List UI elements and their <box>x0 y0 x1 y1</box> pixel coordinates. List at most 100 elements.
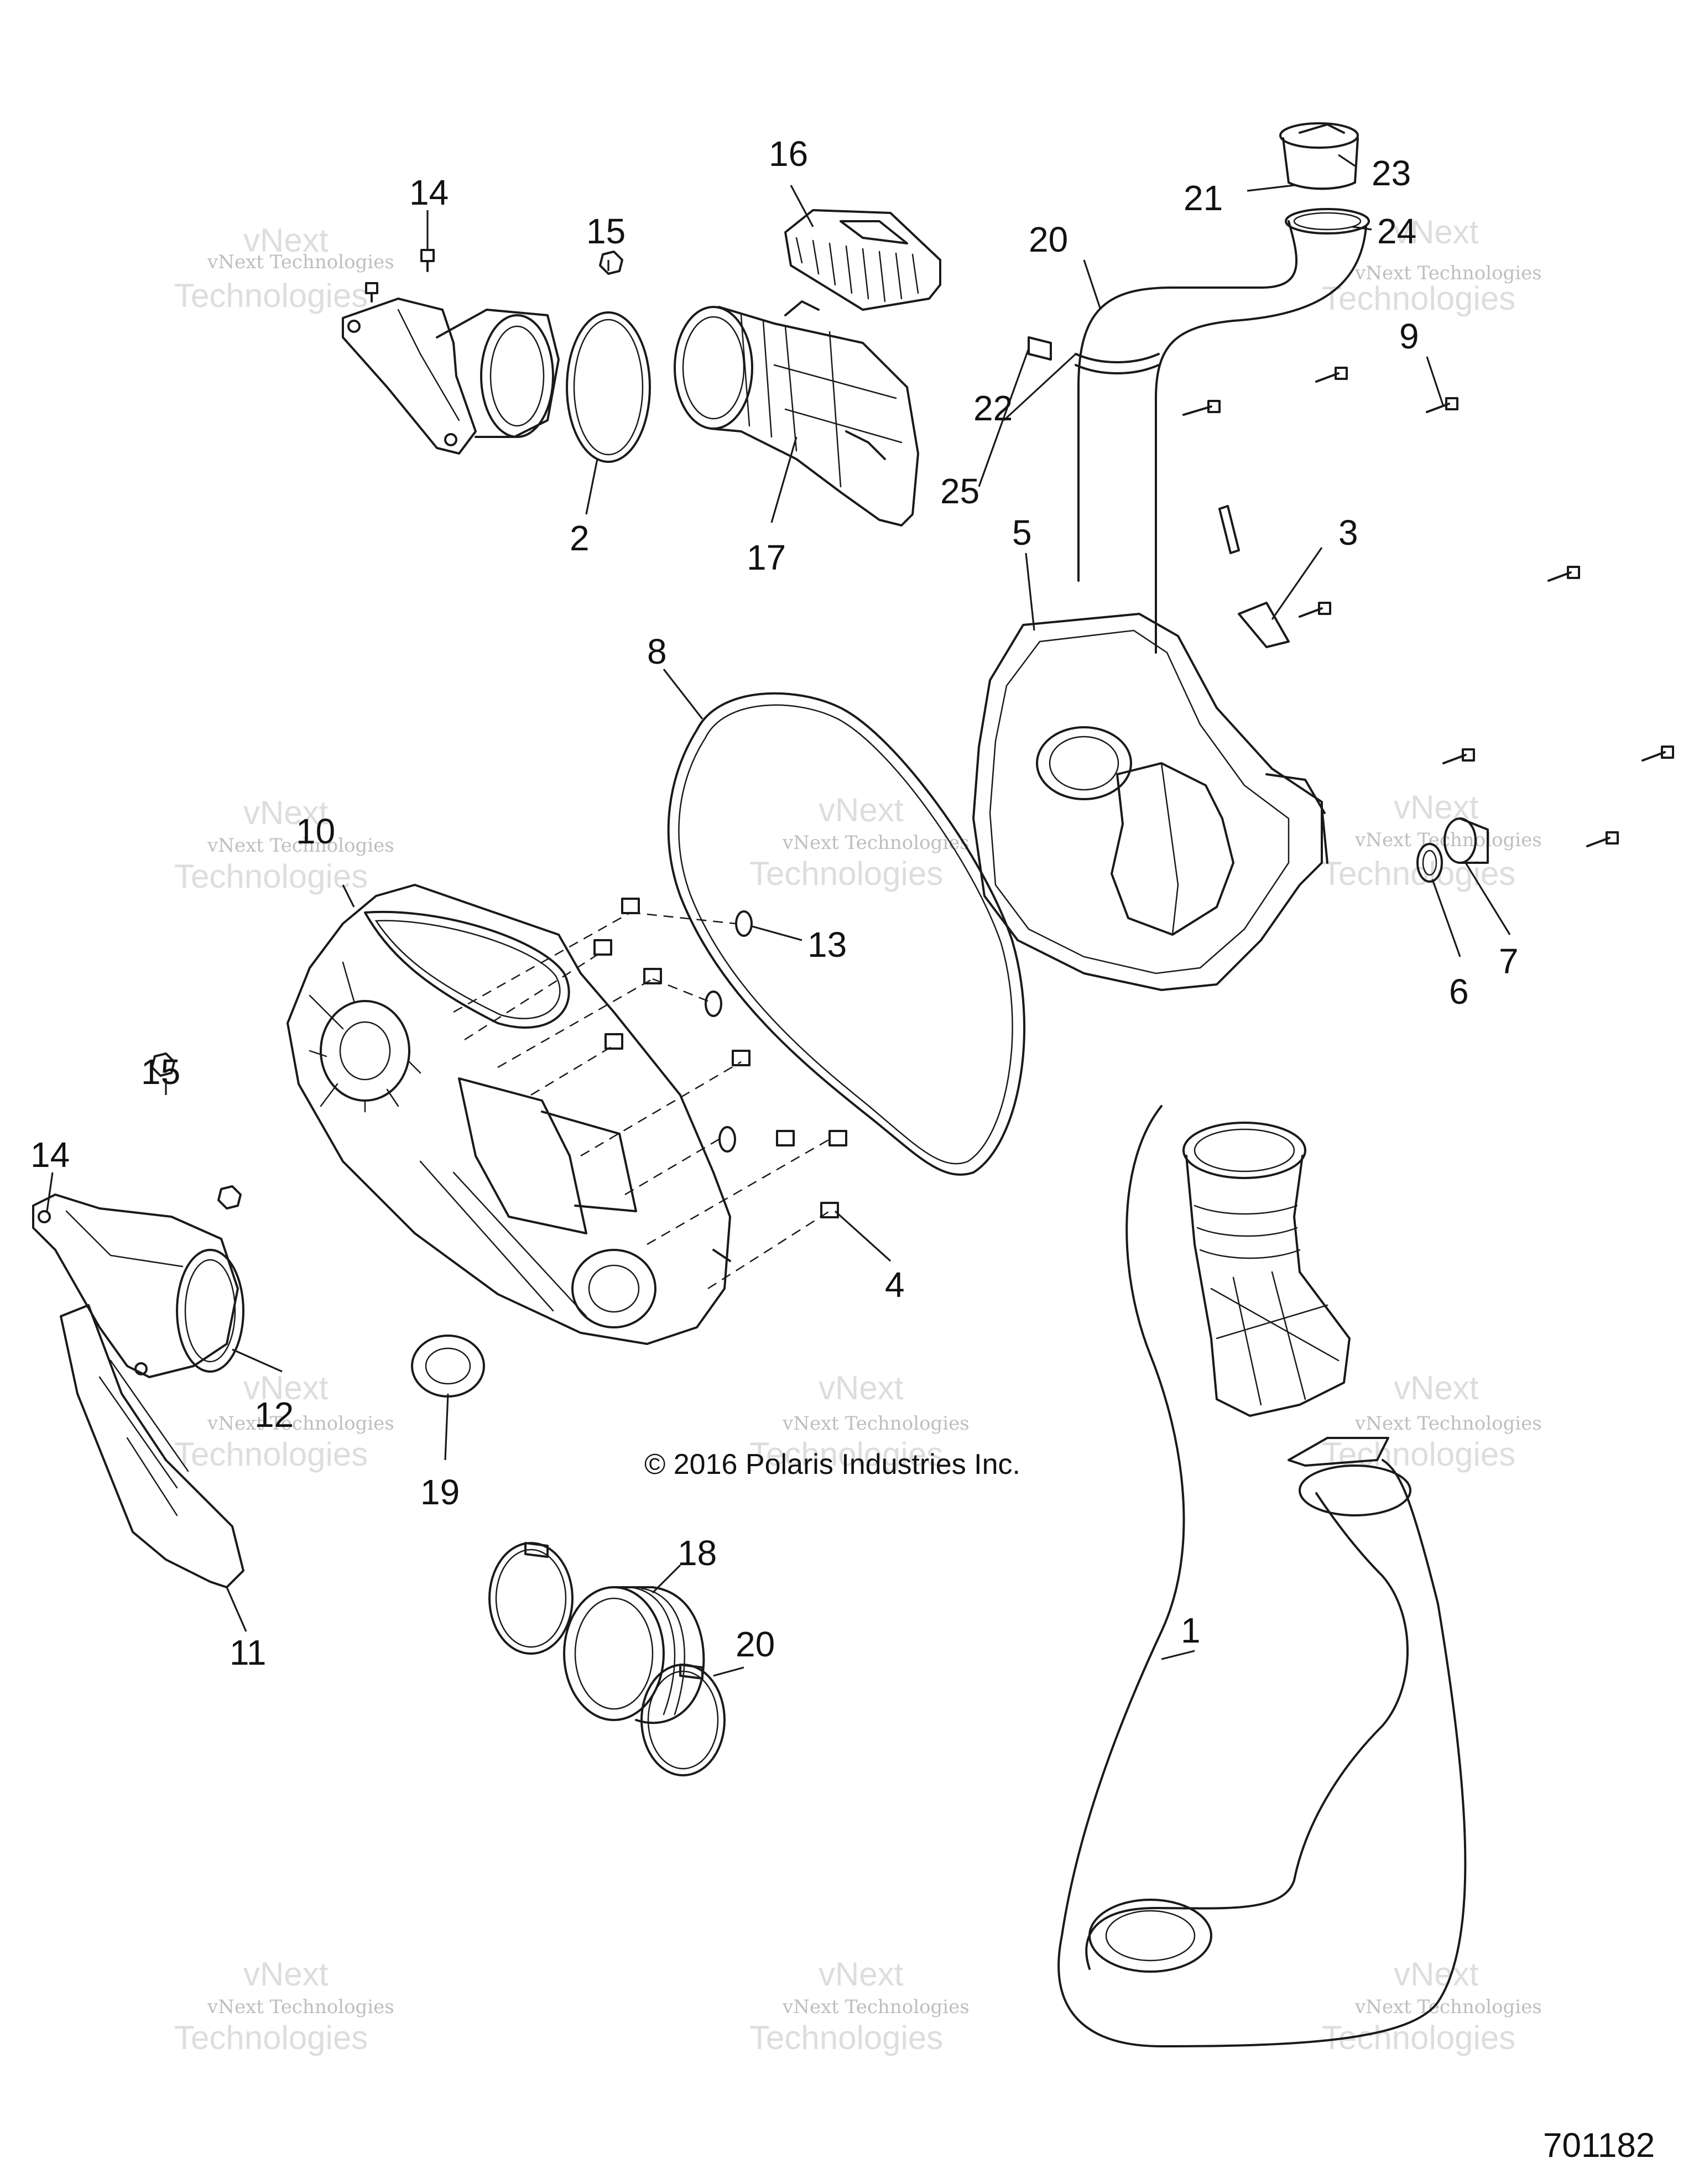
svg-text:Technologies: Technologies <box>174 858 368 895</box>
watermark: vNext Technologies Technologies vNext <box>174 1369 394 1473</box>
pin-and-decal-3 <box>1218 505 1290 648</box>
svg-text:vNext: vNext <box>243 794 329 831</box>
callout-19: 19 <box>420 1472 460 1512</box>
fitting-7 <box>1443 817 1489 864</box>
callout-10: 10 <box>296 811 335 851</box>
callout-20-lower: 20 <box>736 1624 775 1664</box>
callout-20-top: 20 <box>1029 220 1068 259</box>
callout-15-top: 15 <box>586 211 626 251</box>
svg-text:vNext Technologies: vNext Technologies <box>207 835 394 857</box>
callout-4: 4 <box>885 1265 905 1305</box>
intake-boot-17 <box>674 300 919 527</box>
callout-6: 6 <box>1449 972 1469 1012</box>
dowels-13 <box>705 910 753 1153</box>
inner-cover-5 <box>972 613 1328 991</box>
watermark: vNext Technologies Technologies vNext <box>1322 1956 1542 2056</box>
svg-text:vNext Technologies: vNext Technologies <box>207 1996 394 2018</box>
watermark: vNext Technologies Technologies vNext <box>1322 1369 1542 1473</box>
svg-text:vNext: vNext <box>1394 213 1479 251</box>
callout-17: 17 <box>747 538 786 577</box>
seal-19 <box>411 1335 485 1398</box>
svg-text:vNext Technologies: vNext Technologies <box>782 1412 970 1435</box>
screw-14-top <box>365 249 435 303</box>
nut-15-top <box>599 251 623 275</box>
callouts: 14 15 16 2 17 20 22 25 21 23 24 9 3 5 8 … <box>30 134 1519 1672</box>
svg-text:Technologies: Technologies <box>1322 1436 1515 1473</box>
callout-15-lower: 15 <box>141 1052 180 1092</box>
callout-14-top: 14 <box>409 173 449 212</box>
svg-text:Technologies: Technologies <box>749 2019 943 2056</box>
svg-text:vNext Technologies: vNext Technologies <box>782 1996 970 2018</box>
watermark: vNext Technologies Technologies vNext <box>749 1369 970 1473</box>
callout-16: 16 <box>769 134 808 174</box>
screen-16 <box>784 209 941 311</box>
callout-8: 8 <box>647 632 667 671</box>
svg-text:vNext: vNext <box>819 1369 904 1406</box>
svg-text:vNext: vNext <box>243 1956 329 1993</box>
clamp-22 <box>1028 336 1160 374</box>
coupler-18 <box>563 1586 705 1724</box>
svg-text:Technologies: Technologies <box>1322 280 1515 317</box>
clamp-2 <box>566 311 651 463</box>
clamp-20-upper <box>488 1542 574 1655</box>
svg-text:Technologies: Technologies <box>749 855 943 892</box>
svg-text:Technologies: Technologies <box>174 2019 368 2056</box>
leader-lines <box>46 154 1511 1677</box>
callout-1: 1 <box>1181 1610 1201 1650</box>
svg-text:vNext Technologies: vNext Technologies <box>207 251 394 273</box>
svg-text:vNext: vNext <box>243 1369 329 1406</box>
drive-belt-8 <box>667 692 1026 1176</box>
watermark: vNext Technologies Technologies vNext <box>749 791 970 892</box>
nut-15-lower <box>151 1052 242 1210</box>
bolts-4 <box>593 898 847 1218</box>
callout-13: 13 <box>807 925 847 965</box>
callout-12: 12 <box>254 1395 294 1435</box>
callout-24: 24 <box>1377 211 1416 251</box>
watermark: vNext Technologies Technologies vNext <box>1322 213 1542 317</box>
svg-text:vNext Technologies: vNext Technologies <box>1354 1996 1542 2018</box>
callout-22: 22 <box>973 388 1013 428</box>
callout-2: 2 <box>570 518 590 558</box>
callout-25: 25 <box>940 471 979 511</box>
callout-9: 9 <box>1399 316 1419 356</box>
svg-text:vNext: vNext <box>243 222 329 259</box>
callout-11: 11 <box>230 1633 266 1672</box>
callout-5: 5 <box>1012 513 1032 552</box>
svg-text:vNext Technologies: vNext Technologies <box>782 832 970 854</box>
watermarks: vNext Technologies Technologies vNext vN… <box>174 213 1542 2056</box>
svg-text:vNext: vNext <box>1394 1956 1479 1993</box>
svg-text:vNext Technologies: vNext Technologies <box>1354 1412 1542 1435</box>
svg-text:Technologies: Technologies <box>174 277 368 314</box>
svg-text:vNext: vNext <box>819 791 904 828</box>
svg-text:vNext Technologies: vNext Technologies <box>1354 829 1542 851</box>
callout-14-lower: 14 <box>30 1135 70 1175</box>
callout-21: 21 <box>1184 178 1223 218</box>
watermark: vNext Technologies Technologies vNext <box>174 1956 394 2056</box>
upper-duct-adapter <box>342 298 560 455</box>
screws-9 <box>1182 367 1674 847</box>
cap-21-23 <box>1279 122 1359 190</box>
copyright-notice: © 2016 Polaris Industries Inc. <box>644 1448 1020 1481</box>
svg-text:vNext: vNext <box>1394 1369 1479 1406</box>
callout-23: 23 <box>1372 153 1411 193</box>
svg-text:Technologies: Technologies <box>749 1436 943 1473</box>
clamp-20-lower <box>640 1664 726 1776</box>
intake-hose-1 <box>1057 1105 1467 2047</box>
callout-7: 7 <box>1499 941 1519 981</box>
lower-duct-12 <box>32 1193 244 1378</box>
svg-text:vNext Technologies: vNext Technologies <box>1354 262 1542 284</box>
callout-18: 18 <box>677 1533 717 1573</box>
outer-cover-10 <box>286 884 731 1345</box>
callout-3: 3 <box>1338 513 1358 552</box>
bolt-guides <box>453 911 830 1290</box>
watermark: vNext Technologies Technologies vNext <box>174 222 394 314</box>
watermark: vNext Technologies Technologies vNext <box>1322 789 1542 892</box>
svg-text:vNext Technologies: vNext Technologies <box>207 1412 394 1435</box>
grommet-6 <box>1416 843 1443 883</box>
outlet-tube-20 <box>1077 208 1370 654</box>
svg-text:vNext: vNext <box>819 1956 904 1993</box>
svg-text:Technologies: Technologies <box>174 1436 368 1473</box>
drawing-number: 701182 <box>1543 2126 1655 2165</box>
watermark: vNext Technologies Technologies vNext <box>174 794 394 895</box>
